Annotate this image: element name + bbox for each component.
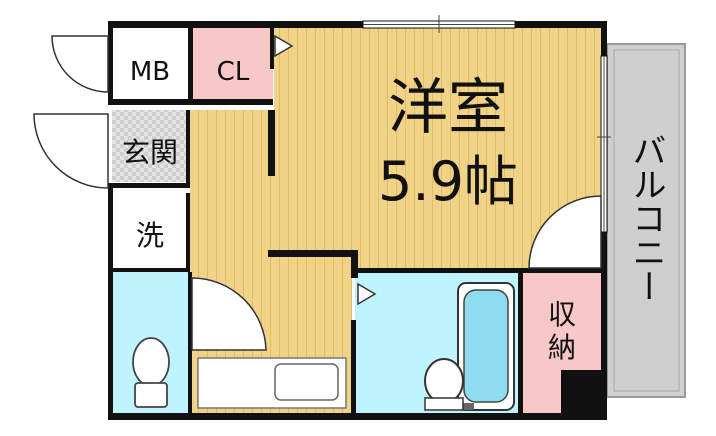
wall-left-lower [108,183,113,418]
toilet [132,337,170,408]
window-right [597,55,611,233]
wall-under-genkan [108,183,190,188]
wall-toilet-right [188,272,192,418]
wall-right-lower [601,232,607,420]
wall-right-upper [601,21,607,56]
bath-door-marker [357,282,377,306]
mb-area [112,28,190,99]
washbasin-back [424,397,464,411]
wall-top-left [108,21,363,28]
cl-label: CL [217,57,250,87]
wall-under-mb-cl [108,99,273,105]
wall-left-upper [108,21,113,103]
bath-fixtures [424,282,515,411]
wall-mb-cl-divider [188,21,193,103]
cl-door-marker [274,34,294,58]
wall-genkan-right [186,110,190,188]
wall-washer-right [186,193,190,272]
kitchen-counter [197,357,347,409]
washbasin [424,358,464,404]
wall-cl-right [270,21,274,69]
wall-bath-left [351,250,358,278]
balcony-floor [606,43,686,398]
toilet-bowl [132,337,170,387]
walls [108,21,607,420]
western-room-name: 洋室 [388,73,508,143]
entrance-door-swing [33,113,109,189]
balcony-inner [613,49,680,392]
balcony [606,43,686,398]
wall-bottom [108,413,607,420]
washer-area [112,195,190,267]
bathtub-inner [463,289,509,403]
storage-black-block [561,370,602,413]
storage-label-line2: 納 [548,331,576,364]
western-room-size: 5.9帖 [378,150,518,213]
mb-label: MB [130,57,170,87]
storage-label-line1: 収 [548,298,576,331]
door-swings [33,34,602,351]
hall-door-swing [191,277,267,351]
wall-bath-top [351,268,519,273]
window-top [362,15,516,33]
sink [274,363,339,401]
wall-storage-left [518,268,523,418]
wall-hall-stub [268,110,275,176]
genkan-label: 玄関 [122,136,178,169]
bath-faucet [456,403,474,410]
wall-hall-mid [268,250,358,257]
wall-storage-top [519,268,607,273]
wall-under-washer [108,268,190,272]
toilet-tank [134,382,168,408]
mb-door-swing [51,35,109,93]
washer-label: 洗 [136,219,164,252]
wall-top-right [515,21,607,28]
closet-area [193,28,273,99]
balcony-label: バルコニー [626,133,666,303]
genkan-floor [112,110,190,182]
wall-bath-left-lower [351,320,356,418]
balcony-door-swing [528,195,602,269]
